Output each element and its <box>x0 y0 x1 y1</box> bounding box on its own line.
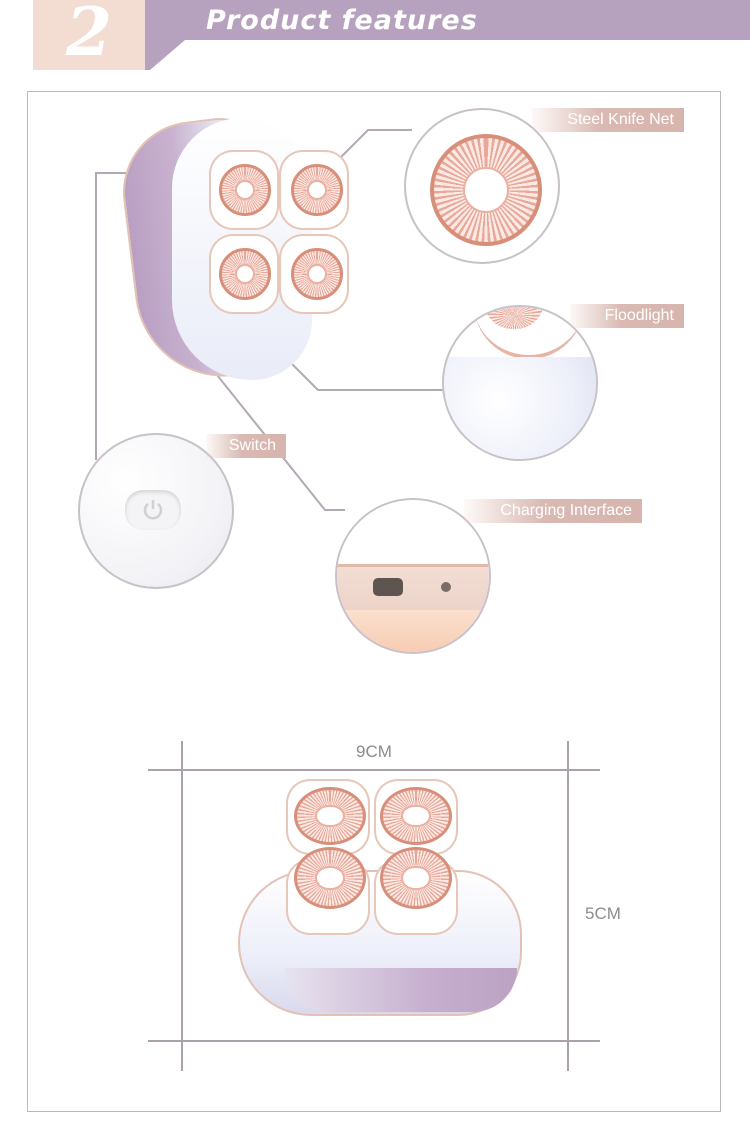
width-label: 9CM <box>356 742 392 761</box>
content-frame <box>27 91 721 1112</box>
front-blade-cluster <box>284 781 464 941</box>
indicator-light <box>441 582 451 592</box>
blade-ring <box>294 847 366 909</box>
floodlight-closeup <box>442 305 598 461</box>
charging-closeup <box>335 498 491 654</box>
tag-charging-interface: Charging Interface <box>464 499 642 523</box>
blade-ring <box>219 164 271 216</box>
blade-ring <box>380 787 452 845</box>
section-title: Product features <box>206 5 478 36</box>
tag-floodlight: Floodlight <box>570 304 684 328</box>
header-band <box>145 0 750 70</box>
section-number: 2 <box>66 0 112 71</box>
blade-ring <box>219 248 271 300</box>
switch-closeup <box>78 433 234 589</box>
blade-head-cluster <box>205 152 355 327</box>
section-number-box <box>33 0 145 70</box>
blade-ring <box>291 248 343 300</box>
knife-net-closeup <box>404 108 560 264</box>
blade-ring <box>291 164 343 216</box>
tag-steel-knife-net: Steel Knife Net <box>532 108 684 132</box>
section-header: 2 Product features <box>0 0 750 72</box>
charging-port <box>373 578 403 596</box>
tag-switch: Switch <box>206 434 286 458</box>
knife-net-ring <box>430 134 542 246</box>
height-label: 5CM <box>585 904 621 923</box>
blade-ring <box>380 847 452 909</box>
power-icon <box>143 500 163 520</box>
blade-ring <box>294 787 366 845</box>
